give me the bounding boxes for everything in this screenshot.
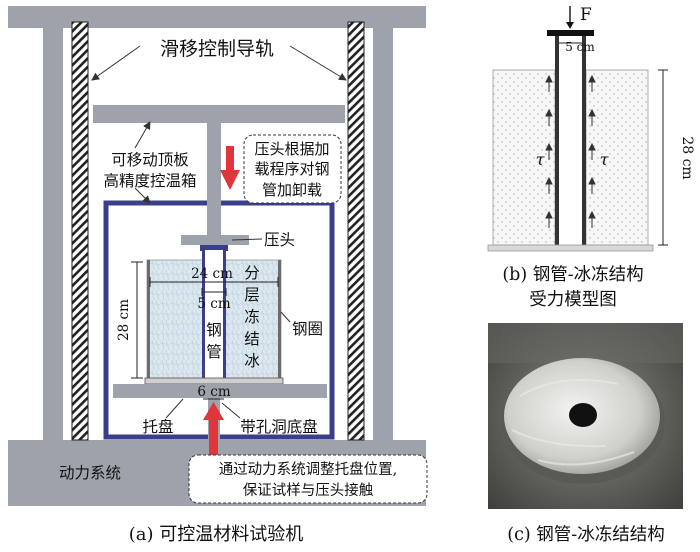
shear-arrows-right [588,74,596,228]
power-note-line2: 保证试样与压头接触 [243,482,374,499]
up-arrow [203,402,224,456]
load-note-line2: 载程序对钢 [254,160,329,178]
base-label: 带孔洞底盘 [240,417,318,436]
tube-char: 钢 [206,321,222,339]
ice-region-right [585,69,649,246]
frame-top-beam [8,6,426,28]
loading-rod [207,123,221,235]
tau-right: τ [600,150,610,169]
ice-char: 冰 [244,352,260,370]
center-hole [569,403,597,427]
rail-leader-right [289,45,347,81]
load-note-line3: 管加卸载 [262,181,322,199]
top-plate-leader [134,121,151,149]
chamber-label: 高精度控温箱 [103,172,196,190]
tray-label: 托盘 [142,417,173,436]
chamber-leader [134,187,151,204]
tray-leader [165,398,184,419]
steel-tube-right-wall [223,250,226,382]
load-note-box [243,134,342,204]
dimension-lines [131,261,279,400]
tray [113,384,327,398]
load-note-line1: 压头根据加 [254,140,329,158]
slide-rail-left [71,21,89,441]
steel-ring-right [278,260,281,378]
power-note-box [188,454,428,504]
base-leader [221,402,241,419]
top-plate-label: 可移动顶板 [111,151,189,169]
panel-b: F 5 cm τ τ 28 cm (b) 钢管-冰冻结构 受力模型图 [487,5,695,310]
dim-24-label: 24 cm [191,266,233,282]
tube-char: 管 [206,343,222,361]
dim-6-label: 6 cm [197,384,230,400]
shear-arrows-left [545,74,553,228]
dim-28-label: 28 cm [116,299,132,341]
down-arrow [220,146,240,190]
caption-b-line1: (b) 钢管-冰冻结构 [502,265,643,285]
ice-region-left [492,69,556,246]
force-label: F [580,5,592,25]
photo-shadow [488,323,683,363]
tau-left: τ [536,150,546,169]
caption-a: (a) 可控温材料试验机 [129,524,304,545]
slide-rail-right [347,21,365,441]
power-label: 动力系统 [59,464,121,482]
caption-c: (c) 钢管-冰冻结结构 [507,525,664,545]
ring-leader [280,311,291,323]
ice-label-vertical: 分 层 冻 结 冰 [244,264,260,370]
caption-b-line2: 受力模型图 [529,290,617,310]
height-dim-label: 28 cm [679,136,695,179]
tube-dim-label: 5 cm [565,40,595,54]
ice-char: 结 [244,330,260,348]
indenter-leader [231,238,263,241]
ring-label: 钢圈 [292,320,323,338]
base-strip [487,244,654,252]
steel-ring-left [147,260,150,378]
tube-label-vertical: 钢 管 [206,321,222,361]
ice-char: 层 [244,286,260,304]
frame-left-column [43,28,63,440]
movable-top-plate [93,105,345,123]
steel-tube-left-wall [202,250,205,382]
dim-5-label: 5 cm [197,296,230,312]
power-note-line1: 通过动力系统调整托盘位置, [219,460,398,478]
indenter-tip [200,245,228,251]
ice-char: 冻 [244,308,260,326]
ice-surface-texture [511,379,635,466]
indenter-label: 压头 [264,231,295,249]
height-dim-line [658,69,668,246]
rail-label: 滑移控制导轨 [160,38,274,60]
rail-leader-left [91,45,141,81]
tube-wall-left [555,36,559,245]
frame-right-column [373,28,393,440]
panel-c: (c) 钢管-冰冻结结构 [488,323,683,545]
tube-wall-right [582,36,586,245]
ice-char: 分 [244,264,260,282]
panel-a: 滑移控制导轨 可移动顶板 高精度控温箱 压头根据加 载程序对钢 管加卸载 压头 … [8,6,428,545]
steel-tube-bore [205,250,223,382]
indenter [181,235,249,245]
load-plate [547,30,594,36]
force-arrow-head [566,22,574,29]
